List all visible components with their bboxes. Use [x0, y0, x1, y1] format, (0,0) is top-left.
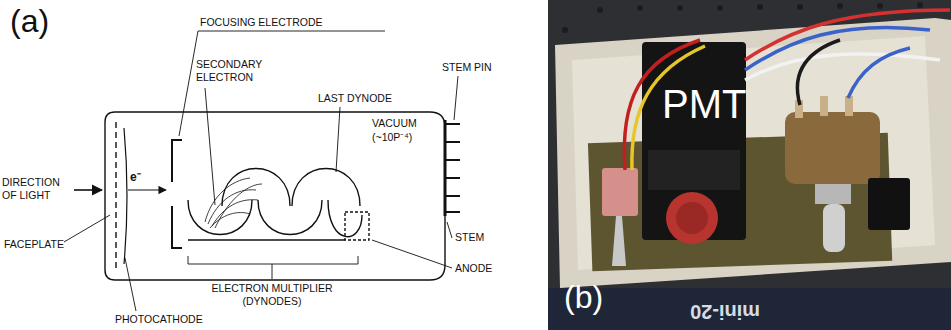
- leader-line: [125, 258, 136, 311]
- toggle-lever: [612, 216, 626, 266]
- pmt-module: [642, 42, 746, 240]
- stem-pins: [445, 124, 460, 212]
- red-knob-cap: [676, 202, 708, 234]
- part-label: VACUUM: [372, 117, 417, 130]
- arrows: [74, 189, 166, 191]
- light-arrow: [74, 189, 102, 191]
- push-button: [868, 178, 910, 230]
- dynode: [222, 169, 290, 207]
- part-label: LAST DYNODE: [318, 92, 392, 105]
- stem: [444, 120, 447, 216]
- base-box: [548, 288, 951, 330]
- potentiometer: [785, 112, 880, 184]
- photo: [548, 0, 951, 330]
- pot-shaft: [823, 204, 845, 252]
- photocathode-line: [124, 128, 127, 264]
- focusing-electrode-bottom: [172, 206, 182, 248]
- pmt-front: [648, 150, 740, 190]
- toggle-switch: [602, 168, 638, 216]
- part-label: STEM PIN: [442, 61, 492, 74]
- photo-label: PMT: [662, 80, 746, 128]
- anode: [345, 212, 369, 240]
- part-label: PHOTOCATHODE: [115, 313, 203, 326]
- leader-line: [454, 76, 458, 120]
- last-dynode: [292, 169, 360, 207]
- faceplate-line: [115, 122, 116, 270]
- panel-letter: (a): [10, 2, 49, 40]
- focusing-electrode-top: [172, 140, 182, 182]
- part-label: ANODE: [455, 262, 492, 275]
- part-label: FACEPLATE: [4, 238, 64, 251]
- leader-lines: [64, 31, 458, 311]
- leader-line: [179, 31, 198, 136]
- part-label: (~10P⁻⁴): [372, 131, 412, 144]
- glass-tube: [105, 112, 445, 280]
- leader-line: [205, 88, 215, 205]
- panel-letter: (b): [564, 278, 603, 316]
- part-label: SECONDARY ELECTRON: [196, 58, 276, 83]
- box-label: mini-20: [690, 300, 760, 324]
- pmt-schematic: [105, 112, 460, 280]
- leader-line: [372, 240, 452, 268]
- leader-line: [64, 215, 110, 242]
- bracket: [188, 256, 358, 279]
- part-label: ELECTRON MULTIPLIER (DYNODES): [200, 282, 344, 307]
- electron-arrow: [128, 189, 166, 190]
- dynode: [188, 200, 252, 235]
- leader-line: [198, 31, 385, 32]
- leader-line: [447, 222, 452, 238]
- wires: [624, 10, 950, 170]
- part-label: FOCUSING ELECTRODE: [200, 16, 323, 29]
- pot-nut: [815, 184, 851, 204]
- dynode-base: [188, 239, 345, 240]
- part-label: STEM: [455, 231, 484, 244]
- red-knob: [666, 192, 718, 244]
- symbol-label: e⁻: [130, 170, 141, 184]
- part-label: DIRECTION OF LIGHT: [2, 176, 72, 201]
- photo-ground: [548, 0, 951, 330]
- leader-line: [336, 107, 340, 172]
- enclosure: [555, 18, 951, 288]
